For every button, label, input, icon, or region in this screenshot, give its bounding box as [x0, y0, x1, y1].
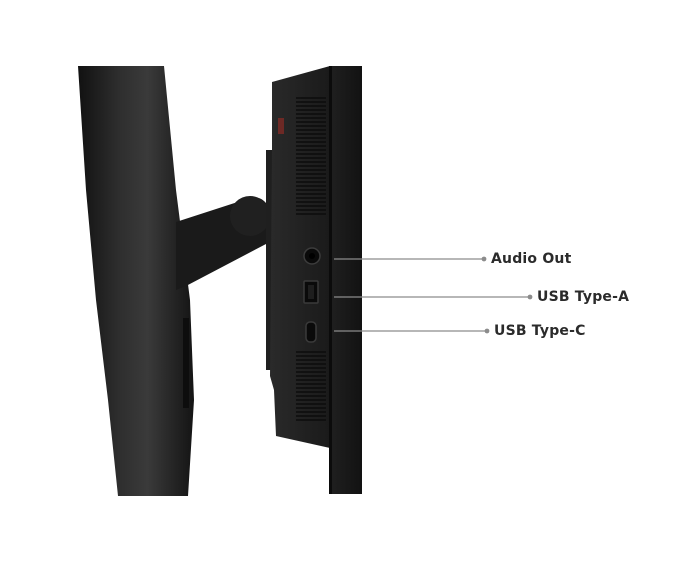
brand-accent [278, 118, 284, 134]
stand-slot [183, 318, 189, 408]
audio-out-label: Audio Out [491, 251, 572, 267]
usb-type-a-port [303, 280, 319, 304]
leader-dot-usb-type-c [484, 328, 490, 334]
usb-type-c-label: USB Type-C [494, 323, 586, 339]
display-panel [329, 66, 362, 494]
lower-vents [296, 351, 326, 421]
audio-jack-port [303, 247, 321, 265]
display-panel-edge [329, 66, 332, 494]
leader-dot-audio-out [481, 256, 487, 262]
hinge-joint [230, 196, 270, 236]
stand-pole [78, 66, 194, 496]
upper-vents [296, 97, 326, 215]
usb-type-c-port [305, 321, 317, 343]
leader-dot-usb-type-a [527, 294, 533, 300]
usb-type-a-label: USB Type-A [537, 289, 630, 305]
leader-lines [334, 256, 533, 334]
